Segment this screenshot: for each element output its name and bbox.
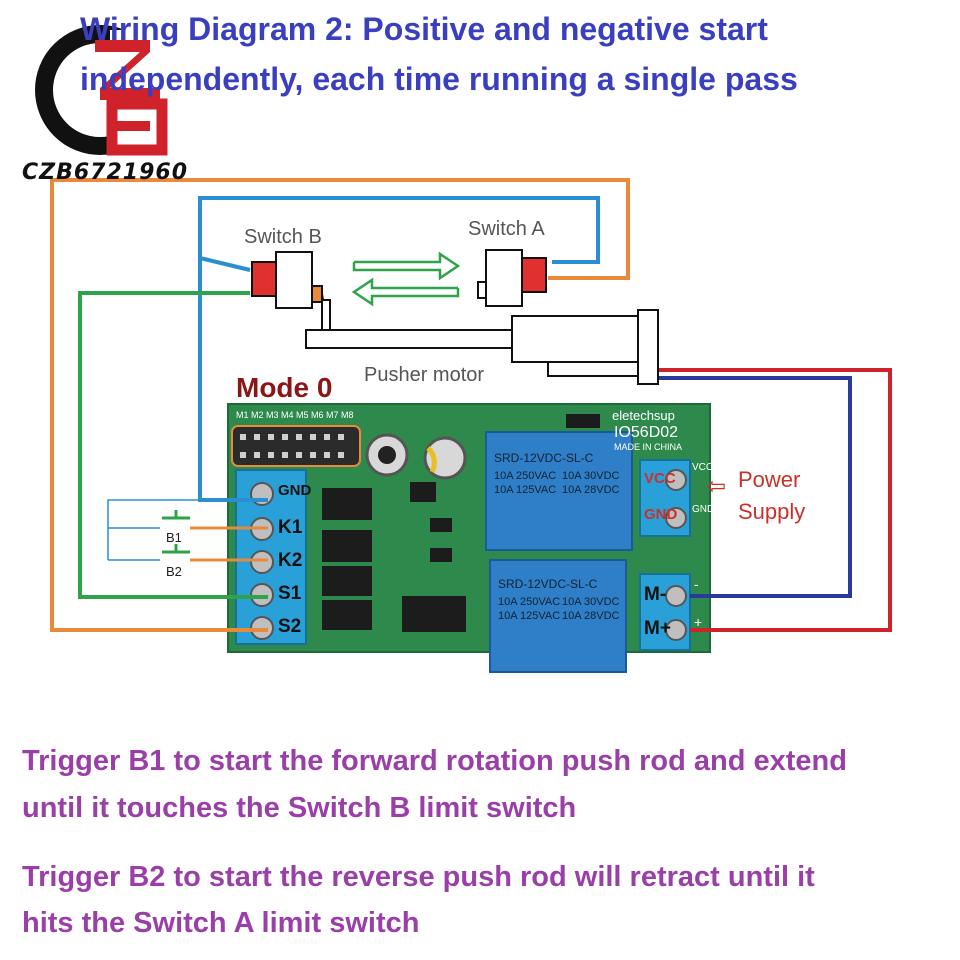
board-brand: eletechsup bbox=[612, 408, 675, 423]
terminal-gnd-power: GND bbox=[644, 506, 678, 523]
side-mark-vcc: VCC bbox=[692, 462, 714, 473]
terminal-m-plus: M+ bbox=[644, 618, 671, 639]
terminal-gnd: GND bbox=[278, 482, 312, 499]
pusher-motor-icon bbox=[305, 299, 659, 385]
relay-2-rating-4: 10A 28VDC bbox=[562, 610, 620, 622]
optocoupler bbox=[322, 530, 372, 562]
switch-b-label: Switch B bbox=[244, 226, 322, 248]
ic-chip bbox=[402, 596, 466, 632]
relay-1-rating-2: 10A 125VAC bbox=[494, 484, 557, 496]
title-line-2: independently, each time running a singl… bbox=[80, 61, 798, 97]
switch-b-icon bbox=[251, 251, 329, 331]
relay-1-rating-1: 10A 250VAC bbox=[494, 470, 557, 482]
side-mark-gnd: GND bbox=[692, 504, 715, 515]
pin-m2: M2 bbox=[251, 410, 264, 420]
relay-1-model: SRD-12VDC-SL-C bbox=[494, 451, 594, 465]
relay-2 bbox=[489, 559, 627, 673]
description-2-line-2: hits the Switch A limit switch bbox=[22, 907, 420, 939]
pin-m5: M5 bbox=[296, 410, 309, 420]
terminal-s2: S2 bbox=[278, 616, 302, 637]
terminal-vcc: VCC bbox=[644, 470, 676, 487]
board-model: IO56D02 bbox=[614, 424, 679, 441]
side-mark-minus: - bbox=[694, 576, 699, 592]
power-supply-line-2: Supply bbox=[738, 499, 806, 524]
arrow-right-icon bbox=[352, 251, 461, 281]
pin-m4: M4 bbox=[281, 410, 294, 420]
power-arrow-icon: ⇦ bbox=[706, 473, 727, 500]
relay-2-rating-2: 10A 125VAC bbox=[498, 610, 561, 622]
button-b2-label: B2 bbox=[166, 564, 182, 579]
description-2-line-1: Trigger B2 to start the reverse push rod… bbox=[22, 861, 815, 893]
terminal-k1: K1 bbox=[278, 517, 303, 538]
pin-header bbox=[231, 425, 361, 467]
switch-a-icon bbox=[477, 249, 547, 307]
optocoupler bbox=[322, 488, 372, 520]
optocoupler bbox=[322, 566, 372, 596]
pin-m8: M8 bbox=[341, 410, 354, 420]
relay-2-rating-3: 10A 30VDC bbox=[562, 596, 620, 608]
terminal-m-minus: M- bbox=[644, 584, 667, 605]
switch-a-label: Switch A bbox=[468, 218, 545, 240]
terminal-k2: K2 bbox=[278, 550, 303, 571]
relay-2-model: SRD-12VDC-SL-C bbox=[498, 577, 598, 591]
optocoupler bbox=[322, 600, 372, 630]
description-1-line-1: Trigger B1 to start the forward rotation… bbox=[22, 745, 847, 777]
power-supply-line-1: Power bbox=[738, 467, 801, 492]
relay-2-rating-1: 10A 250VAC bbox=[498, 596, 561, 608]
relay-1-rating-4: 10A 28VDC bbox=[562, 484, 620, 496]
relay-1 bbox=[485, 431, 633, 551]
pin-m6: M6 bbox=[311, 410, 324, 420]
title-line-1: Wiring Diagram 2: Positive and negative … bbox=[80, 11, 768, 47]
pin-m1: M1 bbox=[236, 410, 249, 420]
description-1-line-2: until it touches the Switch B limit swit… bbox=[22, 792, 577, 824]
arrow-left-icon bbox=[351, 277, 460, 307]
relay-1-rating-3: 10A 30VDC bbox=[562, 470, 620, 482]
pin-m7: M7 bbox=[326, 410, 339, 420]
button-b1-label: B1 bbox=[166, 530, 182, 545]
side-mark-plus: + bbox=[694, 614, 703, 630]
logo-icon bbox=[35, 25, 170, 156]
button-b1-icon bbox=[162, 510, 190, 520]
logo-text: CZB6721960 bbox=[22, 160, 189, 185]
pin-m3: M3 bbox=[266, 410, 279, 420]
capacitor bbox=[423, 436, 467, 480]
board-made-in: MADE IN CHINA bbox=[614, 442, 683, 452]
pusher-motor-label: Pusher motor bbox=[364, 364, 485, 386]
mode-label: Mode 0 bbox=[236, 372, 333, 403]
transistor bbox=[410, 482, 436, 502]
terminal-s1: S1 bbox=[278, 583, 302, 604]
button-b2-icon bbox=[162, 544, 190, 554]
